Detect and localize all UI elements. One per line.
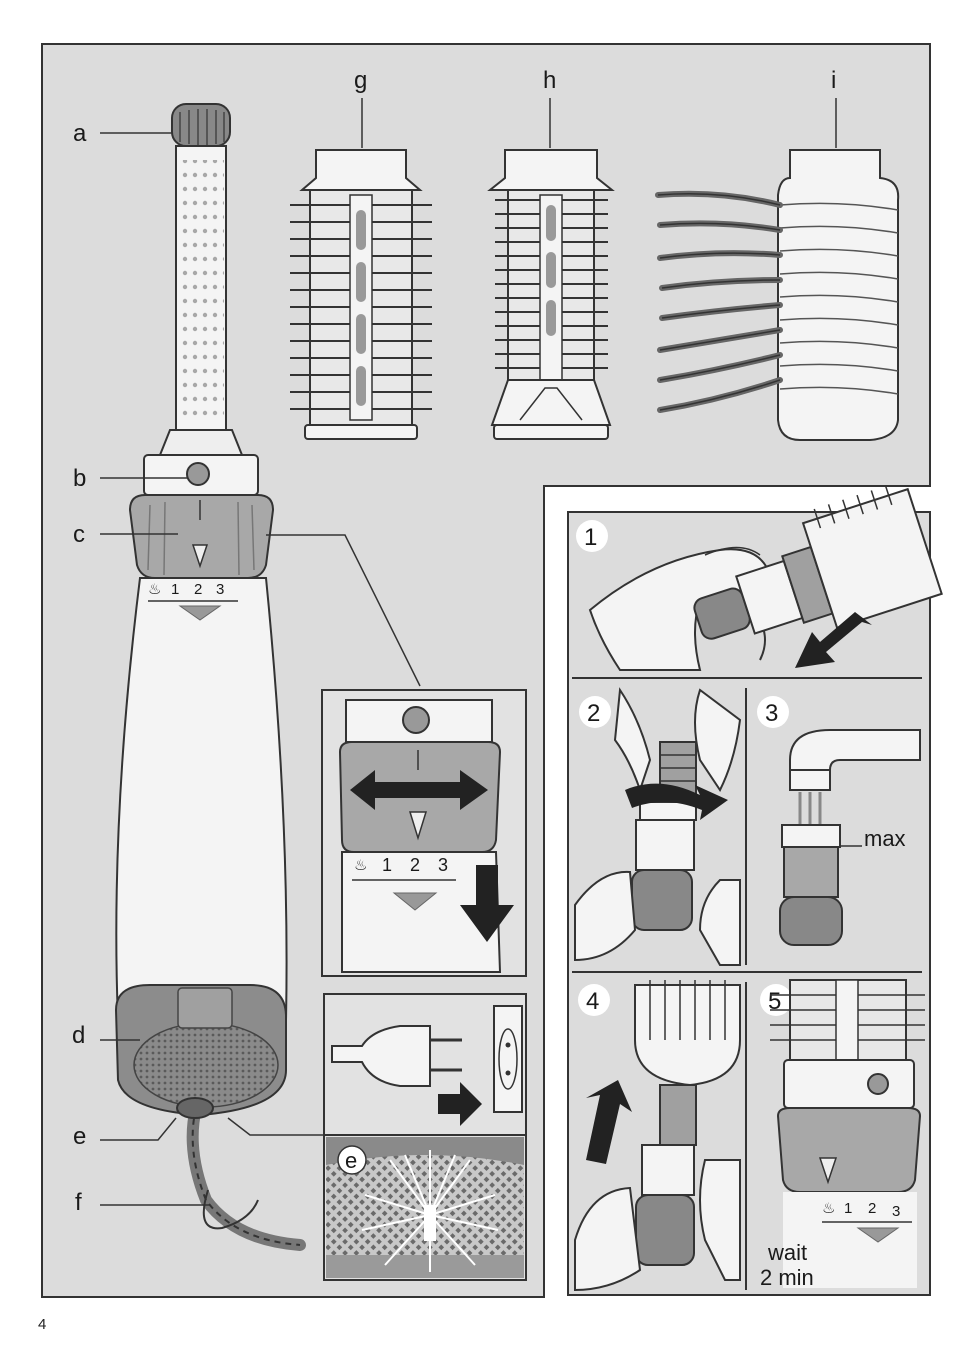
inset-label-e: e xyxy=(345,1148,357,1173)
svg-text:♨: ♨ xyxy=(354,857,367,874)
label-b: b xyxy=(73,465,86,492)
label-f: f xyxy=(75,1189,82,1216)
inset-mark-1: 1 xyxy=(382,855,392,875)
dial-mark-3: 3 xyxy=(216,581,224,598)
page-number: 4 xyxy=(38,1316,46,1333)
handle-body xyxy=(116,578,286,1020)
dial-mark-2: 2 xyxy=(194,581,202,598)
step-4-number: 4 xyxy=(586,988,599,1015)
svg-text:♨: ♨ xyxy=(148,581,161,598)
step-5-number: 5 xyxy=(768,988,781,1015)
svg-text:♨: ♨ xyxy=(822,1200,835,1217)
release-button xyxy=(187,463,209,485)
label-d: d xyxy=(72,1022,85,1049)
step-3-number: 3 xyxy=(765,700,778,727)
max-label: max xyxy=(864,826,906,851)
label-h: h xyxy=(543,67,556,94)
wait-line2: 2 min xyxy=(760,1265,814,1290)
step-2-number: 2 xyxy=(587,700,600,727)
air-inlet-grille xyxy=(134,1023,278,1107)
step-1-number: 1 xyxy=(584,524,597,551)
label-c: c xyxy=(73,521,85,548)
dial-zoom-inset: ♨ 1 2 3 xyxy=(322,690,526,976)
label-g: g xyxy=(354,67,367,94)
label-e: e xyxy=(73,1123,86,1150)
wait-line1: wait xyxy=(767,1240,807,1265)
inset-mark-3: 3 xyxy=(438,855,448,875)
label-i: i xyxy=(831,67,836,94)
step5-mark-1: 1 xyxy=(844,1200,852,1217)
dial-mark-1: 1 xyxy=(171,581,179,598)
inset-mark-2: 2 xyxy=(410,855,420,875)
attachment-h-small-brush xyxy=(490,150,612,439)
step5-mark-3: 3 xyxy=(892,1203,900,1220)
socket-icon xyxy=(494,1006,522,1112)
attachment-g-round-brush xyxy=(290,150,432,439)
plug-inset: e xyxy=(324,994,526,1280)
step5-mark-2: 2 xyxy=(868,1200,876,1217)
label-a: a xyxy=(73,120,87,147)
